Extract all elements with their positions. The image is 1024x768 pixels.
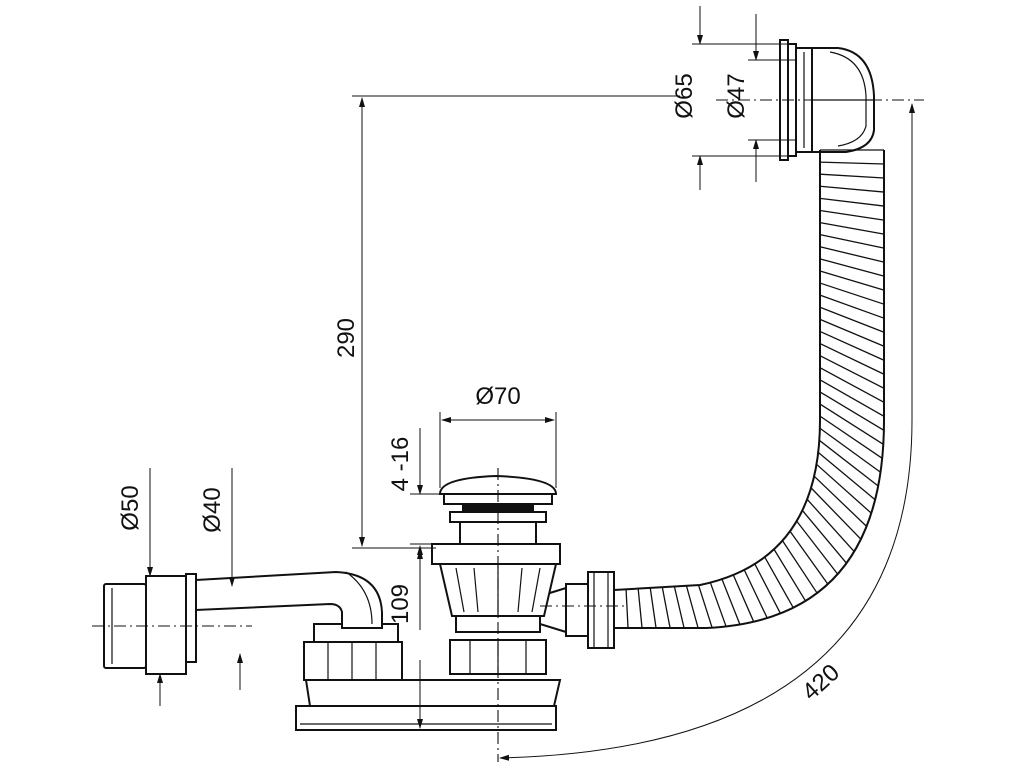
hose-ring bbox=[773, 548, 807, 602]
hose-ring bbox=[819, 173, 885, 179]
hose-ring bbox=[819, 355, 885, 389]
hose-ring bbox=[625, 589, 629, 629]
hose-ring bbox=[819, 185, 885, 193]
hose-ring bbox=[781, 540, 818, 594]
drain-body bbox=[431, 474, 561, 675]
hose-ring bbox=[819, 282, 885, 305]
hose-ring bbox=[637, 588, 643, 629]
hose-ring bbox=[789, 530, 829, 585]
hose-ring bbox=[819, 318, 885, 347]
label-d50: Ø50 bbox=[117, 485, 144, 530]
elbow-pipe bbox=[195, 570, 383, 629]
hose-ring bbox=[819, 197, 885, 207]
hose-ring bbox=[819, 234, 885, 249]
elbow-nut bbox=[303, 623, 403, 681]
hose-ring bbox=[743, 569, 768, 619]
label-d70: Ø70 bbox=[475, 383, 520, 410]
label-290: 290 bbox=[333, 318, 360, 358]
dim-109: 109 bbox=[387, 549, 423, 729]
hose-ring bbox=[721, 578, 741, 625]
hose-ring bbox=[819, 306, 885, 333]
hose-ring bbox=[819, 330, 885, 361]
hose-ring bbox=[697, 584, 713, 628]
hose-ring bbox=[754, 563, 782, 614]
hose-ring bbox=[709, 582, 727, 627]
hose-ring bbox=[764, 556, 794, 609]
label-420: 420 bbox=[797, 659, 845, 706]
dim-290: 290 bbox=[333, 95, 680, 549]
hose-ring bbox=[673, 586, 685, 629]
label-109: 109 bbox=[387, 584, 414, 624]
dim-d40: Ø40 bbox=[199, 468, 243, 690]
hose-ring bbox=[817, 451, 876, 501]
dim-d50: Ø50 bbox=[117, 468, 163, 706]
hose-ring bbox=[819, 209, 885, 221]
hose-ring bbox=[819, 161, 885, 165]
hose-ring bbox=[819, 342, 885, 375]
hose-ring bbox=[649, 587, 657, 629]
label-4-16: 4 -16 bbox=[387, 437, 414, 492]
corrugated-hose bbox=[613, 149, 885, 629]
hose-ring bbox=[661, 587, 671, 629]
siphon-base bbox=[295, 679, 562, 731]
label-d47: Ø47 bbox=[723, 73, 750, 118]
dim-4-16: 4 -16 bbox=[387, 428, 444, 580]
hose-ring bbox=[819, 294, 885, 319]
hose-ring bbox=[816, 463, 872, 514]
hose-ring bbox=[818, 439, 879, 487]
hose-ring bbox=[685, 585, 699, 629]
label-d40: Ø40 bbox=[199, 487, 226, 532]
outlet-pipe bbox=[103, 573, 197, 675]
hose-ring bbox=[819, 221, 885, 235]
hose-ring bbox=[819, 246, 885, 263]
